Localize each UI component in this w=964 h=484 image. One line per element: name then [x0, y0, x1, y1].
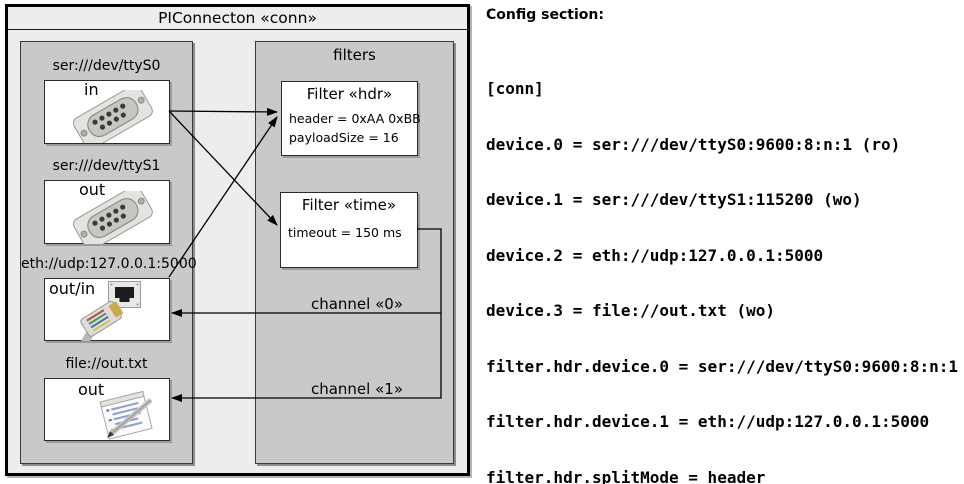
device-mode-label: out	[79, 180, 106, 199]
diagram-title: PIConnecton «conn»	[8, 7, 467, 30]
db9-connector	[72, 191, 153, 244]
serial-connector-icon	[72, 90, 153, 143]
filter-box-hdr: Filter «hdr» header = 0xAA 0xBB payloadS…	[281, 81, 421, 156]
filter-box-time: Filter «time» timeout = 150 ms	[280, 192, 418, 268]
device-uri-ttyS0: ser:///dev/ttyS0	[52, 58, 161, 74]
device-mode-label: out/in	[49, 279, 96, 298]
config-line: filter.hdr.splitMode = header	[486, 467, 766, 484]
notepad	[99, 390, 153, 440]
filter-time-title: Filter «time»	[301, 196, 397, 214]
pen	[107, 398, 153, 438]
filter-attr: payloadSize = 16	[289, 130, 399, 145]
filter-hdr-title: Filter «hdr»	[306, 85, 393, 103]
config-line: filter.hdr.device.1 = eth://udp:127.0.0.…	[486, 412, 930, 431]
notepad-icon	[99, 390, 153, 440]
config-line: device.0 = ser:///dev/ttyS0:9600:8:n:1 (…	[486, 134, 901, 154]
rj45-plug	[72, 300, 124, 341]
filter-attr: timeout = 150 ms	[288, 225, 402, 240]
device-box-udp: out/in	[44, 278, 170, 341]
config-line: device.2 = eth://udp:127.0.0.1:5000	[486, 245, 824, 265]
channel-1-label: channel «1»	[310, 380, 403, 398]
config-line: device.3 = file://out.txt (wo)	[486, 301, 775, 320]
config-heading: Config section:	[486, 7, 604, 23]
filters-panel-label: filters	[333, 46, 376, 64]
device-box-ttyS0: in	[44, 80, 170, 144]
filter-attr: header = 0xAA 0xBB	[289, 111, 421, 126]
device-box-ttyS1: out	[44, 180, 170, 244]
filter-hdr-attributes: header = 0xAA 0xBB payloadSize = 16	[289, 109, 421, 147]
channel-0-label: channel «0»	[310, 295, 403, 313]
device-mode-label: in	[84, 80, 99, 99]
device-uri-udp: eth://udp:127.0.0.1:5000	[21, 256, 197, 272]
filter-time-attributes: timeout = 150 ms	[288, 223, 402, 242]
device-mode-label: out	[78, 380, 105, 399]
device-box-file: out	[44, 378, 170, 441]
config-section: [conn] device.0 = ser:///dev/ttyS0:9600:…	[486, 43, 964, 484]
ethernet-cable-icon	[72, 300, 124, 341]
config-line: filter.hdr.device.0 = ser:///dev/ttyS0:9…	[486, 356, 959, 376]
filters-panel: filters Filter «hdr» header = 0xAA 0xBB …	[255, 41, 454, 464]
config-line: [conn]	[486, 79, 544, 98]
device-uri-file: file://out.txt	[65, 356, 148, 372]
devices-panel: ser:///dev/ttyS0 in ser:///dev/ttyS1	[20, 41, 197, 464]
config-line: device.1 = ser:///dev/ttyS1:115200 (wo)	[486, 190, 862, 209]
db9-connector	[72, 90, 153, 143]
serial-connector-icon	[72, 191, 153, 244]
device-uri-ttyS1: ser:///dev/ttyS1	[52, 158, 161, 174]
